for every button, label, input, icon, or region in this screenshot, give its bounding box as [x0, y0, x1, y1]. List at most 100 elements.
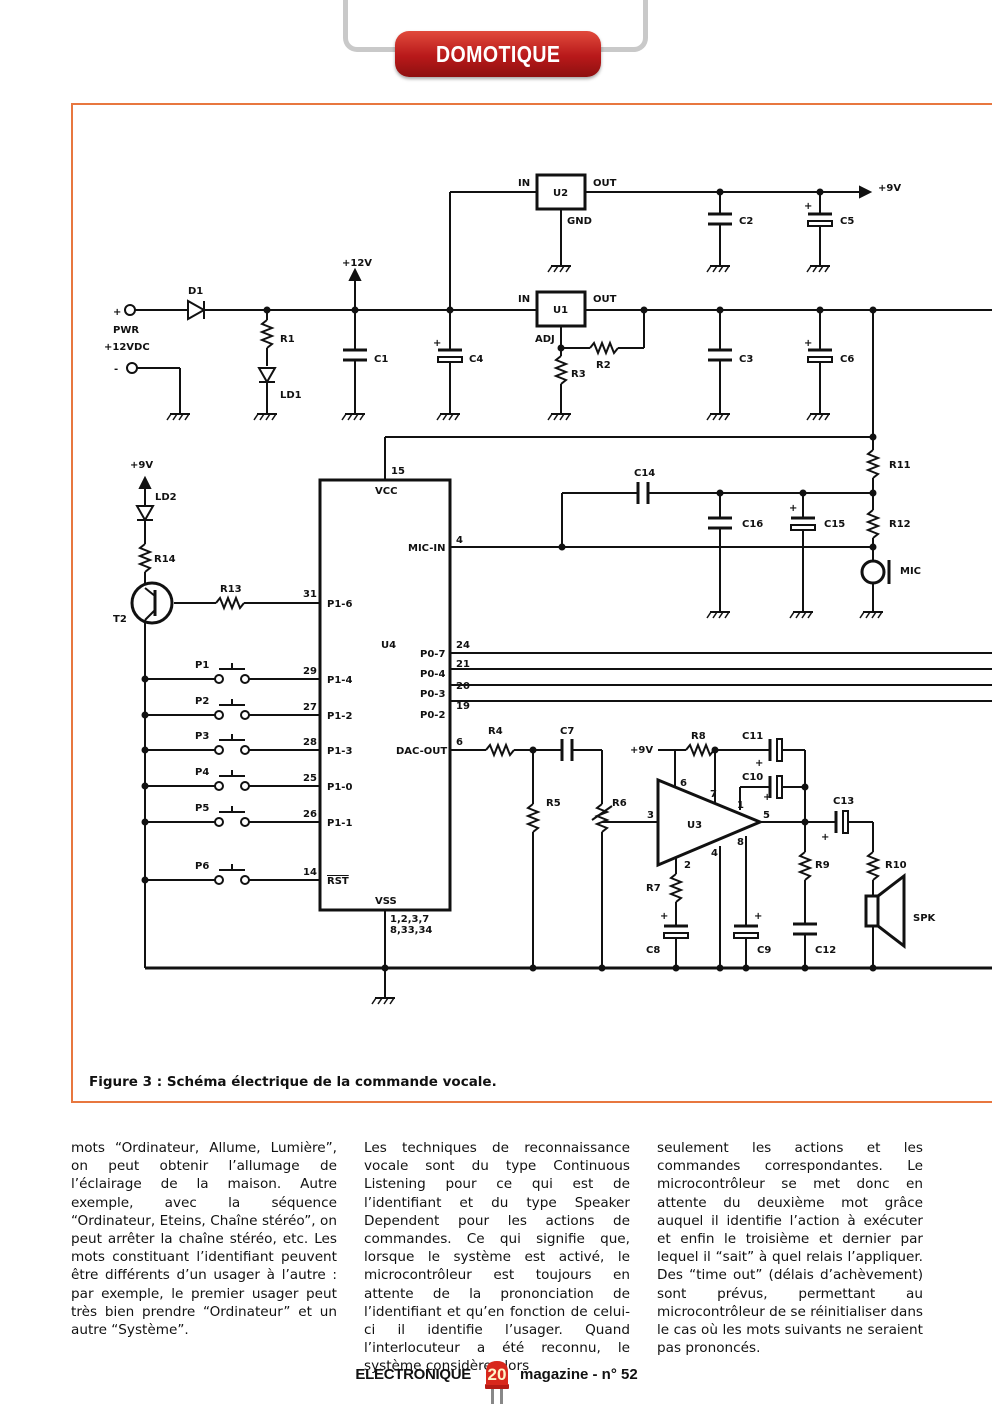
c10-label: C10	[742, 772, 763, 783]
r6-label: R6	[612, 798, 627, 809]
r14-label: R14	[154, 554, 176, 565]
v9c-label: +9V	[630, 745, 653, 756]
r1-label: R1	[280, 334, 295, 345]
r7-label: R7	[646, 883, 661, 894]
c16-label: C16	[742, 519, 763, 530]
c2-label: C2	[739, 216, 753, 227]
p6-label: P6	[195, 861, 209, 872]
u1-label: U1	[553, 305, 568, 316]
u4-label: U4	[381, 640, 396, 651]
r8-label: R8	[691, 731, 706, 742]
pin21-label: 21	[456, 659, 470, 670]
u3-pin5-label: 5	[763, 810, 770, 821]
c15-label: C15	[824, 519, 845, 530]
section-badge: DOMOTIQUE	[395, 31, 601, 77]
u4-p11-label: P1-1	[327, 818, 352, 829]
u4-p02-label: P0-2	[420, 710, 445, 721]
u4-rst-label: RST	[327, 876, 349, 887]
p2-label: P2	[195, 696, 209, 707]
u4-p16-label: P1-6	[327, 599, 352, 610]
r11-label: R11	[889, 460, 911, 471]
u4-p07-label: P0-7	[420, 649, 445, 660]
c5-plus: +	[804, 201, 812, 212]
v12-label: +12V	[342, 258, 372, 269]
circuit-schematic: + PWR +12VDC - D1 R1 LD1 C1 +12V + C4 IN…	[104, 173, 992, 1005]
footer-magazine-name: ELECTRONIQUE	[355, 1366, 471, 1383]
c4-plus: +	[433, 338, 441, 349]
u4-vcc-label: VCC	[375, 486, 397, 497]
pin19-label: 19	[456, 701, 470, 712]
u3-pin6-label: 6	[680, 778, 687, 789]
u4-p14-label: P1-4	[327, 675, 352, 686]
pwr-plus-label: +	[113, 307, 121, 318]
u1-out-label: OUT	[593, 294, 617, 305]
mic-label: MIC	[900, 566, 921, 577]
p1-label: P1	[195, 660, 209, 671]
u4-p13-label: P1-3	[327, 746, 352, 757]
r10-label: R10	[885, 860, 907, 871]
text-column-2: Les techniques de reconnaissance vocale …	[364, 1139, 630, 1376]
c5-label: C5	[840, 216, 854, 227]
u3-pin8-label: 8	[737, 837, 744, 848]
c12-label: C12	[815, 945, 836, 956]
pwr-label: PWR	[113, 325, 139, 336]
c11-plus: +	[755, 758, 763, 769]
page-number: 20	[488, 1365, 507, 1384]
p4-label: P4	[195, 767, 209, 778]
c15-plus: +	[789, 503, 797, 514]
vss-pins-label-1: 1,2,3,7	[390, 914, 429, 925]
t2-label: T2	[113, 614, 127, 625]
pin25-label: 25	[303, 773, 317, 784]
figure-caption: Figure 3 : Schéma électrique de la comma…	[89, 1074, 497, 1090]
c11-label: C11	[742, 731, 763, 742]
figure-frame	[71, 103, 992, 1103]
pin26-label: 26	[303, 809, 317, 820]
r2-label: R2	[596, 360, 611, 371]
c1-label: C1	[374, 354, 388, 365]
pin29-label: 29	[303, 666, 317, 677]
r13-label: R13	[220, 584, 242, 595]
u2-label: U2	[553, 188, 568, 199]
c4-label: C4	[469, 354, 483, 365]
pin20-label: 20	[456, 681, 470, 692]
v9b-label: +9V	[130, 460, 153, 471]
c8-plus: +	[660, 911, 668, 922]
section-title: DOMOTIQUE	[435, 40, 561, 67]
column-2-text: Les techniques de reconnaissance vocale …	[364, 1140, 630, 1375]
u4-dacout-label: DAC-OUT	[396, 746, 447, 757]
p3-label: P3	[195, 731, 209, 742]
c10-plus: +	[763, 792, 771, 803]
r9-label: R9	[815, 860, 830, 871]
pin31-label: 31	[303, 589, 317, 600]
u3-pin4-label: 4	[711, 848, 718, 859]
pin24-label: 24	[456, 640, 470, 651]
led-page-icon: 20	[485, 1361, 509, 1404]
u2-in-label: IN	[518, 178, 530, 189]
c7-label: C7	[560, 726, 574, 737]
pin6-label: 6	[456, 737, 463, 748]
u4-p04-label: P0-4	[420, 669, 445, 680]
u3-label: U3	[687, 820, 702, 831]
u3-pin7-label: 7	[710, 789, 717, 800]
pin15-label: 15	[391, 466, 405, 477]
c13-plus: +	[821, 832, 829, 843]
u1-adj-label: ADJ	[535, 334, 555, 345]
c9-plus: +	[754, 911, 762, 922]
c14-label: C14	[634, 468, 655, 479]
c3-label: C3	[739, 354, 753, 365]
pin28-label: 28	[303, 737, 317, 748]
u3-pin2-label: 2	[684, 860, 691, 871]
c8-label: C8	[646, 945, 660, 956]
u3-pin1-label: 1	[737, 800, 744, 811]
footer-issue: magazine - n° 52	[520, 1366, 638, 1383]
pin4-label: 4	[456, 535, 463, 546]
u4-micin-label: MIC-IN	[408, 543, 445, 554]
r5-label: R5	[546, 798, 561, 809]
u4-vss-label: VSS	[375, 896, 397, 907]
v9-label: +9V	[878, 183, 901, 194]
u3-pin3-label: 3	[647, 810, 654, 821]
u1-in-label: IN	[518, 294, 530, 305]
u4-p12-label: P1-2	[327, 711, 352, 722]
c13-label: C13	[833, 796, 854, 807]
column-3-text: seulement les actions et les commandes c…	[657, 1140, 924, 1357]
